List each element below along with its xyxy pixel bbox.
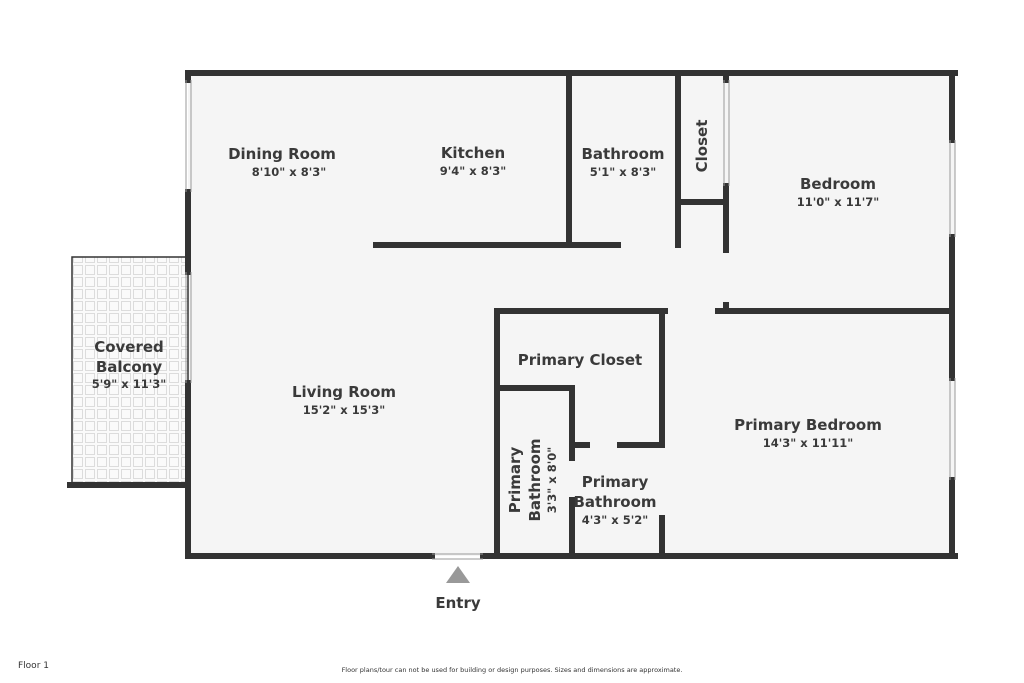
- windows: [185, 80, 956, 560]
- room-dims-kitchen: 9'4" x 8'3": [440, 164, 506, 178]
- room-name-living: Living Room: [292, 383, 396, 401]
- entry-label: Entry: [435, 594, 480, 612]
- room-name-bedroom: Bedroom: [800, 175, 876, 193]
- room-name-primary-bath-a-2: Bathroom: [526, 438, 544, 521]
- room-name-primary-bath-a-1: Primary: [506, 447, 524, 514]
- room-name-dining: Dining Room: [228, 145, 336, 163]
- floor-label: Floor 1: [18, 661, 49, 671]
- room-name-primary-bedroom: Primary Bedroom: [734, 416, 882, 434]
- room-dims-balcony: 5'9" x 11'3": [92, 377, 166, 391]
- room-dims-dining: 8'10" x 8'3": [252, 165, 326, 179]
- room-name-primary-bath-b-1: Primary: [582, 473, 649, 491]
- room-dims-bathroom: 5'1" x 8'3": [590, 165, 656, 179]
- room-name-kitchen: Kitchen: [441, 144, 505, 162]
- disclaimer: Floor plans/tour can not be used for bui…: [341, 666, 683, 674]
- room-name-balcony-1: Covered: [94, 338, 164, 356]
- room-name-primary-closet: Primary Closet: [518, 351, 642, 369]
- balcony-area: [71, 256, 189, 487]
- entry-arrow-icon: [446, 566, 470, 583]
- room-dims-primary-bath-b: 4'3" x 5'2": [582, 513, 648, 527]
- walls: [67, 70, 958, 559]
- room-name-closet: Closet: [693, 120, 711, 173]
- room-dims-living: 15'2" x 15'3": [303, 403, 385, 417]
- room-dims-primary-bedroom: 14'3" x 11'11": [763, 436, 853, 450]
- room-name-primary-bath-b-2: Bathroom: [573, 493, 656, 511]
- room-name-bathroom: Bathroom: [581, 145, 664, 163]
- room-dims-primary-bath-a: 3'3" x 8'0": [545, 447, 559, 513]
- room-dims-bedroom: 11'0" x 11'7": [797, 195, 879, 209]
- room-name-balcony-2: Balcony: [96, 358, 163, 376]
